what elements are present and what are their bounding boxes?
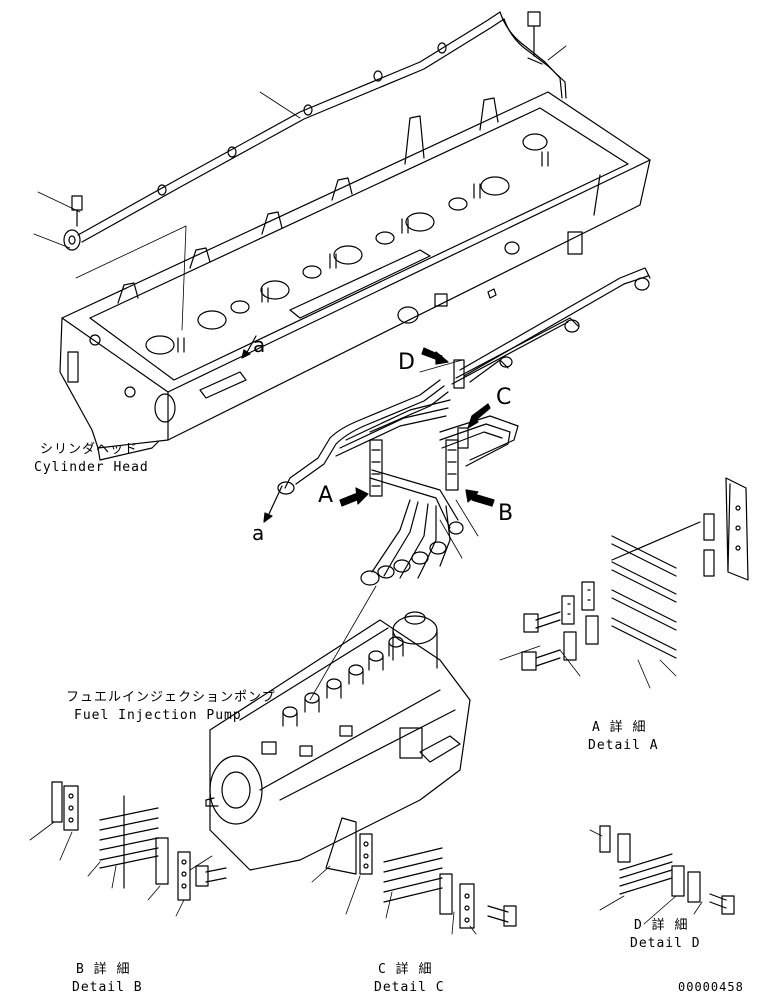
- detail-d-label-en: Detail D: [630, 936, 701, 951]
- view-marker-D: D: [398, 350, 415, 375]
- fuel-injection-pump: [206, 612, 470, 870]
- detail-b: [52, 782, 226, 900]
- arrow-a: [340, 488, 368, 506]
- view-arrows: [340, 348, 494, 506]
- detail-d-label-jp: D 詳 細: [634, 918, 689, 933]
- leak-off-pipe: [64, 12, 566, 250]
- cylinder-head: [60, 92, 650, 460]
- detail-c-label-en: Detail C: [374, 980, 445, 995]
- detail-b-label-jp: B 詳 細: [76, 962, 131, 977]
- arrow-c: [468, 404, 490, 428]
- detail-a-label-en: Detail A: [588, 738, 659, 753]
- view-marker-a-top: a: [253, 333, 266, 357]
- view-marker-A: A: [318, 483, 334, 508]
- arrow-d: [422, 348, 448, 364]
- view-marker-a-bottom: a: [252, 521, 265, 545]
- fuel-pump-label-jp: フュエルインジェクションポンプ: [66, 690, 276, 705]
- injection-pipes: [278, 268, 650, 585]
- detail-c-label-jp: C 詳 細: [378, 962, 433, 977]
- detail-a-label-jp: A 詳 細: [592, 720, 647, 735]
- detail-d: [600, 826, 734, 914]
- cylinder-head-label-jp: シリンダヘッド: [40, 442, 139, 457]
- cylinder-head-label-en: Cylinder Head: [34, 460, 149, 475]
- view-marker-C: C: [496, 385, 512, 410]
- arrow-b: [466, 490, 494, 506]
- fuel-pump-label-en: Fuel Injection Pump: [74, 708, 242, 723]
- leader-lines: [30, 46, 702, 934]
- view-marker-B: B: [498, 501, 514, 526]
- detail-b-label-en: Detail B: [72, 980, 143, 995]
- a-arrows: [242, 336, 282, 522]
- drawing-number: 00000458: [678, 980, 744, 994]
- detail-c: [326, 818, 516, 928]
- detail-a: [522, 478, 748, 670]
